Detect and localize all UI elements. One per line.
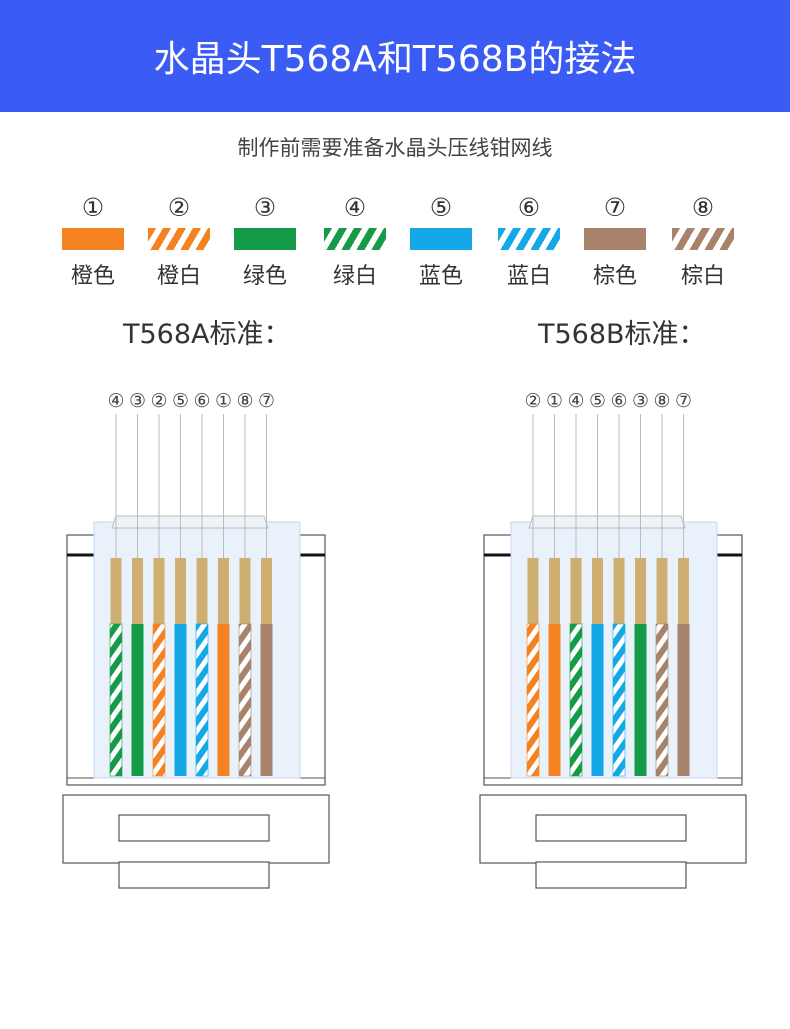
t568a-title: T568A标准：: [123, 319, 291, 350]
page-title: 水晶头T568A和T568B的接法: [153, 39, 637, 80]
legend-item: ⑥ 蓝白: [484, 192, 574, 290]
t568a-pin-label: ③: [129, 390, 146, 412]
legend-label: 棕色: [592, 264, 637, 289]
t568a-wire: [174, 624, 187, 776]
t568a-gold-pin: [196, 558, 208, 624]
t568a-gold-pin: [110, 558, 122, 624]
legend-number: ⑤: [429, 193, 453, 222]
t568a-pin-label: ⑤: [172, 390, 189, 412]
t568b-cable: [535, 861, 687, 889]
legend-item: ① 橙色: [48, 192, 138, 290]
legend-number: ⑥: [517, 193, 541, 222]
t568a-wire: [152, 623, 166, 777]
t568b-top-tab: [528, 515, 686, 529]
t568a-pin-label: ⑧: [236, 390, 253, 412]
legend-number: ①: [81, 193, 105, 222]
t568a-top-tab: [111, 515, 269, 529]
legend-number: ⑧: [691, 193, 715, 222]
legend-label: 绿色: [242, 264, 287, 289]
legend-number: ⑦: [603, 193, 627, 222]
t568b-pin-label: ④: [567, 390, 584, 412]
t568b-pin-label: ⑥: [610, 390, 627, 412]
t568b-gold-pin: [592, 558, 603, 624]
t568b-pin-label: ③: [632, 390, 649, 412]
t568a-boot-window: [118, 814, 270, 842]
title-banner: 水晶头T568A和T568B的接法: [0, 0, 790, 112]
t568b-pin-label: ⑦: [675, 390, 692, 412]
legend-number: ③: [253, 193, 277, 222]
t568a-pin-label: ②: [150, 390, 167, 412]
legend-label: 蓝色: [418, 264, 463, 289]
t568b-wire: [548, 624, 561, 776]
t568a-gold-pin: [153, 558, 165, 624]
t568a-wire: [260, 624, 273, 776]
t568b-gold-pin: [527, 558, 539, 624]
t568a-wire: [131, 624, 144, 776]
legend-number: ②: [167, 193, 191, 222]
solid-swatch: [234, 228, 296, 250]
solid-swatch: [410, 228, 472, 250]
t568b-wire: [634, 624, 647, 776]
t568b-gold-pin: [678, 558, 689, 624]
t568a-gold-pin: [218, 558, 229, 624]
t568a-cable: [118, 861, 270, 889]
t568b-title: T568B标准：: [538, 319, 706, 350]
t568a-pin-label: ④: [107, 390, 124, 412]
t568a-pin-label: ⑥: [193, 390, 210, 412]
legend-item: ④ 绿白: [310, 192, 400, 290]
t568b-wire: [612, 623, 626, 777]
legend-label: 橙白: [156, 264, 201, 289]
legend-label: 橙色: [70, 264, 115, 289]
t568a-wire: [109, 623, 123, 777]
t568b-gold-pin: [570, 558, 582, 624]
legend-item: ⑦ 棕色: [570, 192, 660, 290]
t568b-wire: [655, 623, 669, 777]
t568b-pin-label: ⑧: [653, 390, 670, 412]
t568a-pin-label: ①: [215, 390, 232, 412]
legend-item: ⑤ 蓝色: [396, 192, 486, 290]
intro-text: 制作前需要准备水晶头压线钳网线: [237, 136, 553, 160]
t568a-gold-pin: [132, 558, 143, 624]
legend-item: ② 橙白: [134, 192, 224, 290]
legend-number: ④: [343, 193, 367, 222]
t568b-wire: [591, 624, 604, 776]
t568b-pin-label: ①: [546, 390, 563, 412]
t568b-pin-label: ⑤: [589, 390, 606, 412]
solid-swatch: [62, 228, 124, 250]
t568b-gold-pin: [613, 558, 625, 624]
t568a-wire: [238, 623, 252, 777]
t568a-pin-label: ⑦: [258, 390, 275, 412]
t568a-wire: [195, 623, 209, 777]
t568a-gold-pin: [175, 558, 186, 624]
t568a-gold-pin: [261, 558, 272, 624]
striped-swatch: [148, 228, 210, 250]
legend-label: 蓝白: [506, 264, 551, 289]
t568b-gold-pin: [549, 558, 560, 624]
legend-label: 棕白: [680, 264, 725, 289]
t568b-boot-window: [535, 814, 687, 842]
striped-swatch: [672, 228, 734, 250]
t568b-gold-pin: [635, 558, 646, 624]
color-legend: ① 橙色 ② 橙白 ③ 绿色 ④ 绿白 ⑤ 蓝色 ⑥ 蓝白 ⑦ 棕色 ⑧ 棕白: [0, 192, 790, 292]
t568b-wire: [526, 623, 540, 777]
legend-item: ③ 绿色: [220, 192, 310, 290]
t568b-wire: [569, 623, 583, 777]
striped-swatch: [498, 228, 560, 250]
t568b-gold-pin: [656, 558, 668, 624]
t568a-wire: [217, 624, 230, 776]
t568b-wire: [677, 624, 690, 776]
legend-label: 绿白: [332, 264, 377, 289]
t568a-gold-pin: [239, 558, 251, 624]
striped-swatch: [324, 228, 386, 250]
legend-item: ⑧ 棕白: [658, 192, 748, 290]
t568b-pin-label: ②: [524, 390, 541, 412]
solid-swatch: [584, 228, 646, 250]
